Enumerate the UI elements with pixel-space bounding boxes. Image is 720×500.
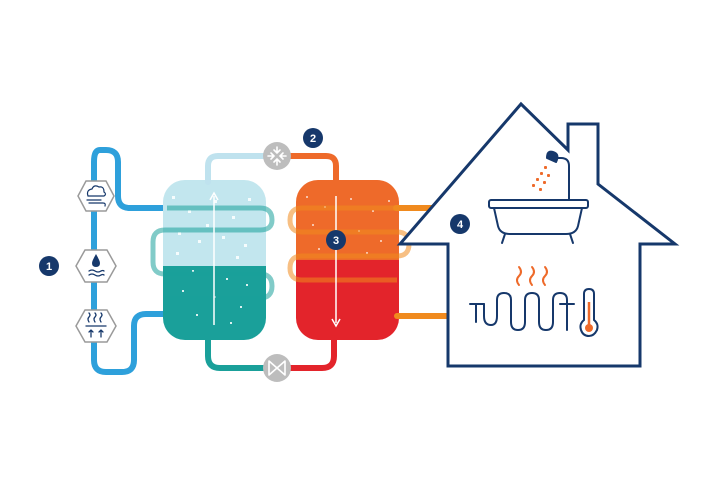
thermometer-icon	[579, 287, 599, 338]
expansion-valve	[263, 354, 291, 382]
evaporator	[150, 180, 275, 340]
cloud-wind-icon	[86, 185, 107, 207]
compressor-arrows-icon	[267, 146, 287, 166]
condenser	[287, 180, 412, 340]
condenser-arrow-head	[331, 318, 341, 328]
hex-source-air	[77, 180, 115, 212]
badge-3: 3	[326, 230, 346, 250]
hex-source-water	[75, 249, 117, 283]
badge-3-label: 3	[333, 235, 339, 247]
badge-2-label: 2	[310, 133, 316, 145]
bathtub-shower-icon	[488, 150, 589, 244]
heat-waves-up-icon	[85, 312, 107, 338]
badge-1-label: 1	[46, 261, 52, 273]
top-refrigerant-pipe	[205, 153, 339, 185]
badge-2: 2	[303, 128, 323, 148]
evaporator-arrow-head	[209, 191, 219, 201]
badge-4-label: 4	[457, 219, 464, 231]
water-drop-waves-icon	[88, 254, 105, 277]
bottom-refrigerant-pipe	[205, 335, 337, 371]
badge-1: 1	[39, 256, 59, 276]
expansion-valve-icon	[268, 360, 286, 376]
evaporator-coil	[150, 205, 275, 301]
heat-waves-icon	[516, 266, 548, 286]
underfloor-heating-icon	[469, 292, 575, 331]
shower-water-drops	[532, 166, 550, 191]
hex-source-ground	[75, 309, 117, 343]
compressor	[263, 142, 291, 170]
badge-4: 4	[450, 214, 470, 234]
